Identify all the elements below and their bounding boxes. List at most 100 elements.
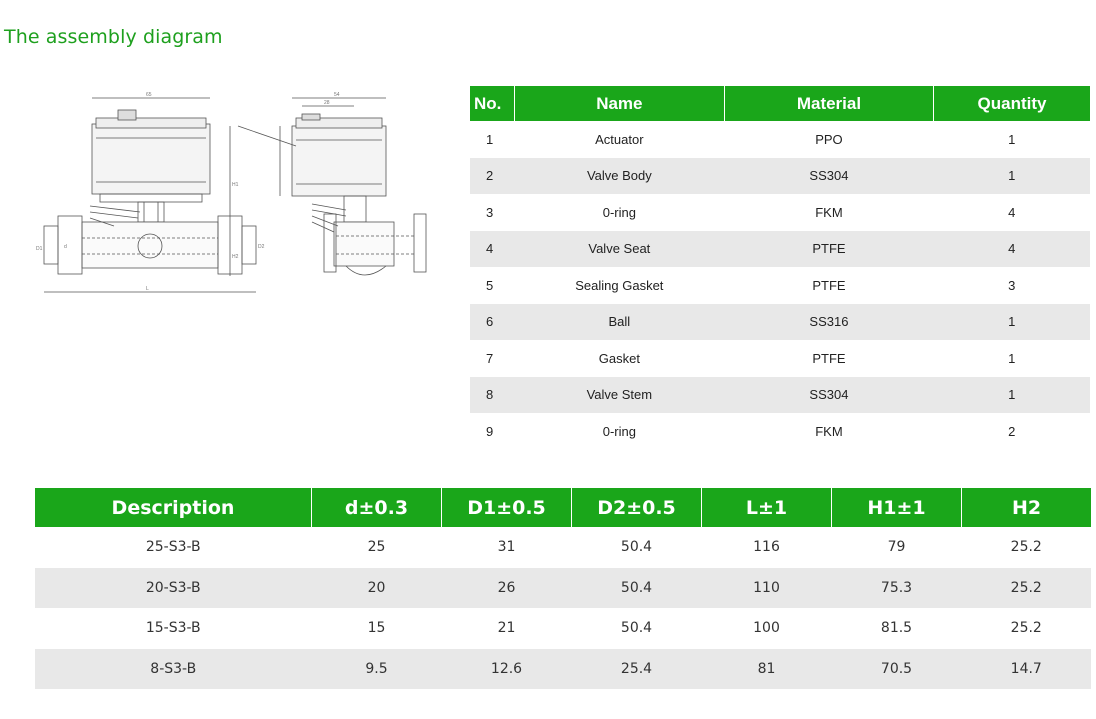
- dims-table-header: Description d±0.3 D1±0.5 D2±0.5 L±1 H1±1…: [35, 488, 1091, 527]
- part-material-cell: SS316: [724, 303, 934, 340]
- dim-label-h1: H1: [232, 182, 239, 188]
- dim-h2-cell: 25.2: [961, 567, 1091, 608]
- dim-d-cell: 20: [311, 567, 442, 608]
- part-quantity-cell: 1: [933, 157, 1090, 194]
- part-material-cell: FKM: [815, 423, 843, 439]
- part-material-cell: FKM: [815, 204, 843, 220]
- dim-h1-cell: 70.5: [831, 648, 962, 689]
- dim-label-h2: H2: [232, 254, 239, 260]
- dim-label-d2: D2: [258, 244, 265, 250]
- dim-l-cell: 116: [753, 539, 780, 556]
- dims-header-description: Description: [35, 488, 312, 527]
- part-quantity-cell: 1: [933, 376, 1090, 413]
- dim-d2-cell: 50.4: [620, 539, 653, 556]
- part-name-cell: 0-ring: [602, 204, 636, 220]
- dims-row: 15-S3-B 15 21 50.4 100 81.5 25.2: [35, 608, 1091, 649]
- dim-l-cell: 100: [753, 620, 780, 637]
- part-name-cell: Sealing Gasket: [575, 277, 664, 293]
- dim-label-28: 28: [324, 100, 330, 106]
- dim-label-d1: D1: [36, 246, 43, 252]
- part-material-cell: PTFE: [724, 230, 934, 267]
- dim-h1-cell: 79: [887, 539, 906, 556]
- part-no-cell: 5: [486, 277, 494, 293]
- part-quantity-cell: 3: [1008, 277, 1016, 293]
- part-material-cell: PTFE: [812, 350, 846, 366]
- parts-header-quantity: Quantity: [933, 86, 1090, 121]
- model-description-cell: 8-S3-B: [35, 648, 312, 689]
- part-quantity-cell: 4: [1008, 204, 1016, 220]
- dim-d2-cell: 50.4: [620, 620, 653, 637]
- part-quantity-cell: 1: [1008, 350, 1016, 366]
- dims-header-h2: H2: [961, 488, 1091, 527]
- dims-header-d: d±0.3: [311, 488, 442, 527]
- parts-header-material: Material: [724, 86, 935, 121]
- parts-row: 9 0-ring FKM 2: [470, 413, 1090, 450]
- dim-d-cell: 15: [367, 620, 386, 637]
- dim-d1-cell: 12.6: [441, 648, 572, 689]
- part-name-cell: Ball: [514, 303, 725, 340]
- part-material-cell: PTFE: [812, 277, 846, 293]
- page-title: The assembly diagram: [4, 26, 223, 48]
- dims-row: 25-S3-B 25 31 50.4 116 79 25.2: [35, 527, 1091, 568]
- part-quantity-cell: 2: [1008, 423, 1016, 439]
- dim-h2-cell: 14.7: [961, 648, 1091, 689]
- dim-label-d: d: [64, 244, 67, 250]
- part-no-cell: 6: [470, 303, 515, 340]
- dim-d1-cell: 21: [497, 620, 516, 637]
- dim-d1-cell: 31: [497, 539, 516, 556]
- part-no-cell: 9: [486, 423, 494, 439]
- assembly-drawing: 65 54 28 H1 H2 D1 d D2 L: [36, 92, 427, 293]
- part-material-cell: SS304: [724, 157, 934, 194]
- dim-h2-cell: 25.2: [1010, 539, 1042, 556]
- parts-header-no: No.: [470, 86, 515, 121]
- model-description-cell: 20-S3-B: [35, 567, 312, 608]
- part-no-cell: 3: [486, 204, 494, 220]
- part-no-cell: 4: [470, 230, 515, 267]
- part-name-cell: Gasket: [598, 350, 640, 366]
- parts-row: 5 Sealing Gasket PTFE 3: [470, 267, 1090, 304]
- dim-h1-cell: 75.3: [831, 567, 962, 608]
- part-material-cell: PPO: [815, 131, 843, 147]
- part-name-cell: Actuator: [595, 131, 644, 147]
- part-quantity-cell: 4: [933, 230, 1090, 267]
- dim-label-54: 54: [334, 92, 340, 98]
- part-material-cell: SS304: [724, 376, 934, 413]
- dims-header-h1: H1±1: [831, 488, 962, 527]
- part-name-cell: 0-ring: [602, 423, 636, 439]
- dims-header-d2: D2±0.5: [571, 488, 702, 527]
- dim-label-l: L: [146, 286, 149, 292]
- dim-d-cell: 25: [367, 539, 386, 556]
- parts-row: 1 Actuator PPO 1: [470, 121, 1090, 158]
- dim-d2-cell: 50.4: [571, 567, 702, 608]
- dims-header-l: L±1: [701, 488, 832, 527]
- dim-h1-cell: 81.5: [880, 620, 913, 637]
- dim-d2-cell: 25.4: [571, 648, 702, 689]
- part-no-cell: 1: [486, 131, 494, 147]
- dim-l-cell: 81: [701, 648, 832, 689]
- dim-l-cell: 110: [701, 567, 832, 608]
- part-no-cell: 2: [470, 157, 515, 194]
- dim-d-cell: 9.5: [311, 648, 442, 689]
- dim-h2-cell: 25.2: [1010, 620, 1042, 637]
- parts-table-header: No. Name Material Quantity: [470, 86, 1090, 121]
- part-quantity-cell: 1: [933, 303, 1090, 340]
- part-quantity-cell: 1: [1008, 131, 1016, 147]
- dims-header-d1: D1±0.5: [441, 488, 572, 527]
- part-name-cell: Valve Body: [514, 157, 725, 194]
- part-no-cell: 8: [470, 376, 515, 413]
- dimensions-table: Description d±0.3 D1±0.5 D2±0.5 L±1 H1±1…: [35, 488, 1091, 689]
- part-name-cell: Valve Stem: [514, 376, 725, 413]
- model-description-cell: 15-S3-B: [145, 620, 201, 637]
- part-name-cell: Valve Seat: [514, 230, 725, 267]
- model-description-cell: 25-S3-B: [145, 539, 201, 556]
- parts-row: 3 0-ring FKM 4: [470, 194, 1090, 231]
- dim-label-65: 65: [146, 92, 152, 98]
